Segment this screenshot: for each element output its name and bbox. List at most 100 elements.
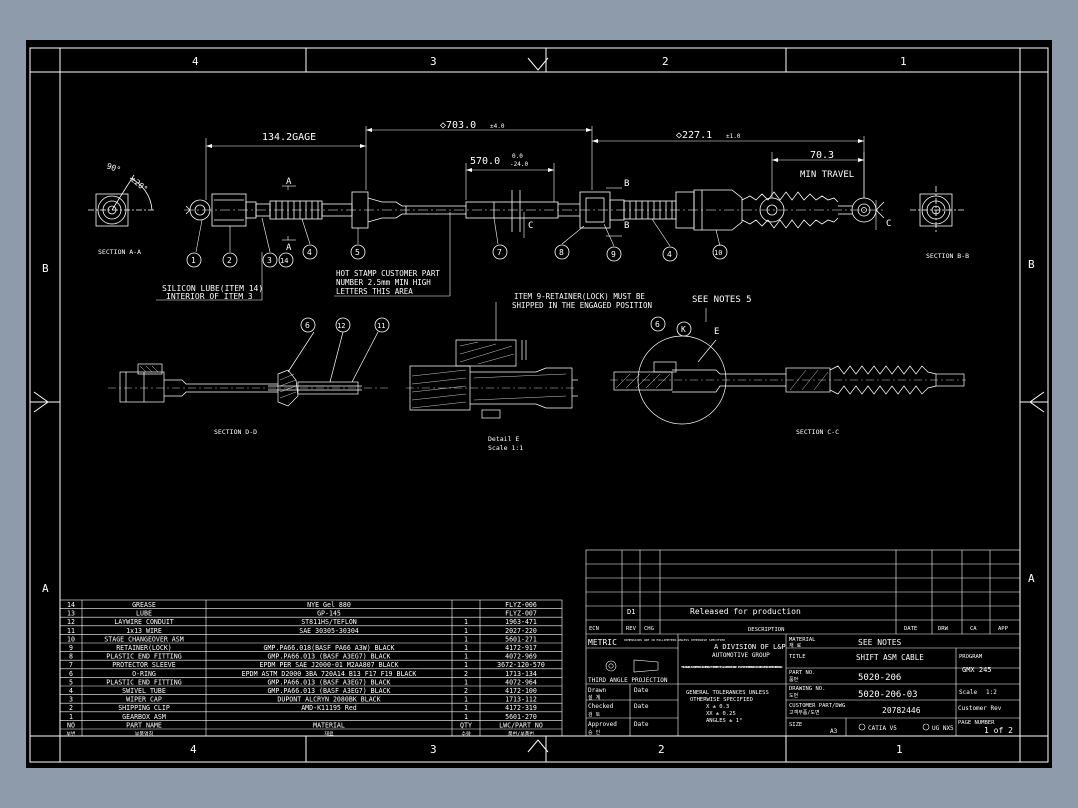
size-label: SIZE	[789, 722, 802, 728]
proprietary-note: THIS DRAWING IS PROPRIETARY AND REMAINS …	[681, 665, 783, 669]
zone-row-a-right: A	[1028, 572, 1035, 585]
section-bb-view	[910, 186, 964, 234]
bom-header-sub-qty: 수량	[461, 730, 471, 737]
bom-cell-name: LAYWIRE CONDUIT	[114, 618, 174, 626]
metric-label: METRIC	[588, 638, 617, 647]
tol-x: X ± 0.3	[706, 704, 729, 710]
balloon-6-cc-label: 6	[655, 320, 660, 329]
dim-angle-a: 90°	[105, 161, 122, 174]
note-stamp-3: LETTERS THIS AREA	[336, 287, 413, 296]
zone-row-a: A	[42, 582, 49, 595]
bom-cell-qty: 2	[464, 687, 468, 695]
drawing-canvas: 4 3 2 1 4 3 2 1 B A B A	[29, 47, 1049, 763]
balloon-10	[712, 244, 728, 260]
bom-cell-no: 6	[69, 670, 73, 678]
note-silicon-2: INTERIOR OF ITEM 3	[166, 292, 253, 301]
section-dd-hatch	[139, 365, 297, 399]
bom-cell-no: 9	[69, 644, 73, 652]
detail-e-view	[406, 339, 578, 419]
projection-label: THIRD ANGLE PROJECTION	[588, 677, 668, 684]
bom-cell-name: PLASTIC END FITTING	[106, 653, 181, 661]
date-label-3: Date	[634, 721, 649, 728]
bom-cell-qty: 1	[464, 618, 468, 626]
bom-cell-no: 5	[69, 678, 73, 686]
balloon-2	[222, 252, 238, 268]
title-value: SHIFT ASM CABLE	[856, 653, 924, 662]
bom-cell-material: SAE 30305-30304	[299, 627, 359, 635]
bom-cell-part: 2027-220	[505, 627, 537, 635]
checked-label: Checked	[588, 703, 614, 710]
tolerances-1: GENERAL TOLERANCES UNLESS	[686, 690, 769, 696]
bom-cell-qty: 1	[464, 653, 468, 661]
balloon-4-right	[662, 246, 678, 262]
zone-col-2: 2	[662, 55, 669, 68]
dim-gage: 134.2GAGE	[262, 132, 316, 143]
center-mark-bottom	[527, 739, 549, 753]
balloon-9	[606, 246, 622, 262]
bom-cell-qty: 1	[464, 627, 468, 635]
balloon-1	[186, 252, 202, 268]
cut-c-left: C	[528, 221, 533, 231]
bom-cell-material: EPDM ASTM D2000 3BA 720A14 B13 F17 F19 B…	[242, 670, 417, 678]
bom-header-sub-material: 재료	[324, 730, 334, 737]
material-value: SEE NOTES	[858, 638, 902, 647]
drawing-sheet: 4 3 2 1 4 3 2 1 B A B A	[26, 40, 1052, 768]
bom-cell-material: GMP.PA66.013 (BASF A3EG7) BLACK	[267, 653, 390, 661]
dim-right: ◇227.1	[676, 130, 712, 141]
note-e-label: E	[714, 327, 719, 337]
center-mark-right	[1029, 391, 1045, 413]
cut-c-right: C	[886, 219, 891, 229]
bom-cell-part: 3672-120-570	[497, 661, 545, 669]
bom-cell-name: PROTECTOR SLEEVE	[112, 661, 176, 669]
zone-col-1-bottom: 1	[896, 743, 903, 756]
rev-header-description: DESCRIPTION	[748, 627, 784, 633]
bom-header-sub-no: 부번	[66, 730, 76, 737]
section-cc-hatch	[615, 369, 829, 391]
rev-code: D1	[627, 608, 635, 616]
balloon-5-label: 5	[355, 248, 360, 257]
approved-label: Approved	[588, 721, 617, 728]
bom-cell-material: AMD-K11195 Red	[301, 704, 357, 712]
boot-bellows	[741, 191, 839, 229]
detail-e-hatch	[411, 341, 567, 409]
bom-cell-name: GREASE	[132, 601, 156, 609]
scale-label: Scale	[959, 689, 977, 696]
bom-cell-material: GMP.PA66.018(BASF PA66 A3W) BLACK	[263, 644, 394, 652]
bom-cell-qty: 1	[464, 635, 468, 643]
catia-label: CATIA V5	[868, 725, 897, 732]
bom-cell-part: 4172-100	[505, 687, 537, 695]
bom-cell-no: 14	[67, 601, 75, 609]
swivel-tube-right-ribs	[623, 200, 677, 220]
bom-cell-name: WIPER CAP	[126, 696, 162, 704]
bom-cell-part: 4072-969	[505, 653, 537, 661]
note-retainer-2: SHIPPED IN THE ENGAGED POSITION	[512, 301, 652, 310]
dim-mid-tol-dn: -24.0	[510, 161, 528, 168]
bom-cell-qty: 1	[464, 644, 468, 652]
dimension-texts: 134.2GAGE ◇703.0 ±4.0 570.0 0.0 -24.0 ◇2…	[105, 120, 891, 253]
caption-detail-e: Detail E	[488, 435, 519, 443]
bom-header-part: LWC/PART NO	[499, 721, 543, 729]
section-cc-view	[610, 335, 966, 425]
cut-a-bottom: A	[286, 243, 292, 253]
balloon-8	[554, 244, 570, 260]
bom-cell-no: 8	[69, 653, 73, 661]
bom-cell-name: SHIPPING CLIP	[118, 704, 170, 712]
balloon-14-label: 14	[280, 257, 288, 265]
bom-cell-name: O-RING	[132, 670, 156, 678]
page-number-value: 1 of 2	[984, 726, 1013, 735]
bom-cell-material: EPDM PER SAE J2000-01 M2AA807 BLACK	[260, 661, 399, 669]
zone-labels: 4 3 2 1 4 3 2 1 B A B A	[42, 55, 1035, 756]
balloon-14	[278, 252, 294, 268]
drawn-label-kr: 설 계	[588, 694, 601, 701]
customer-label-kr: 고객부품/도면	[789, 709, 820, 716]
bom-cell-material: DUPONT ALCRYN 2080BK BLACK	[277, 696, 380, 704]
caption-detail-scale: Scale 1:1	[488, 444, 523, 452]
rev-header-ca: CA	[970, 626, 977, 632]
dim-travel-label: MIN TRAVEL	[800, 170, 854, 180]
balloon-2-label: 2	[227, 256, 232, 265]
balloon-11	[374, 317, 390, 333]
balloon-labels: 1 2 3 14 4 5 7 8 9 4 10 6 12 11 6 K	[191, 248, 722, 334]
bom-cell-name: PLASTIC END FITTING	[106, 678, 181, 686]
cut-b-bottom: B	[624, 221, 629, 231]
bom-cell-name: GEARBOX ASM	[122, 713, 166, 721]
